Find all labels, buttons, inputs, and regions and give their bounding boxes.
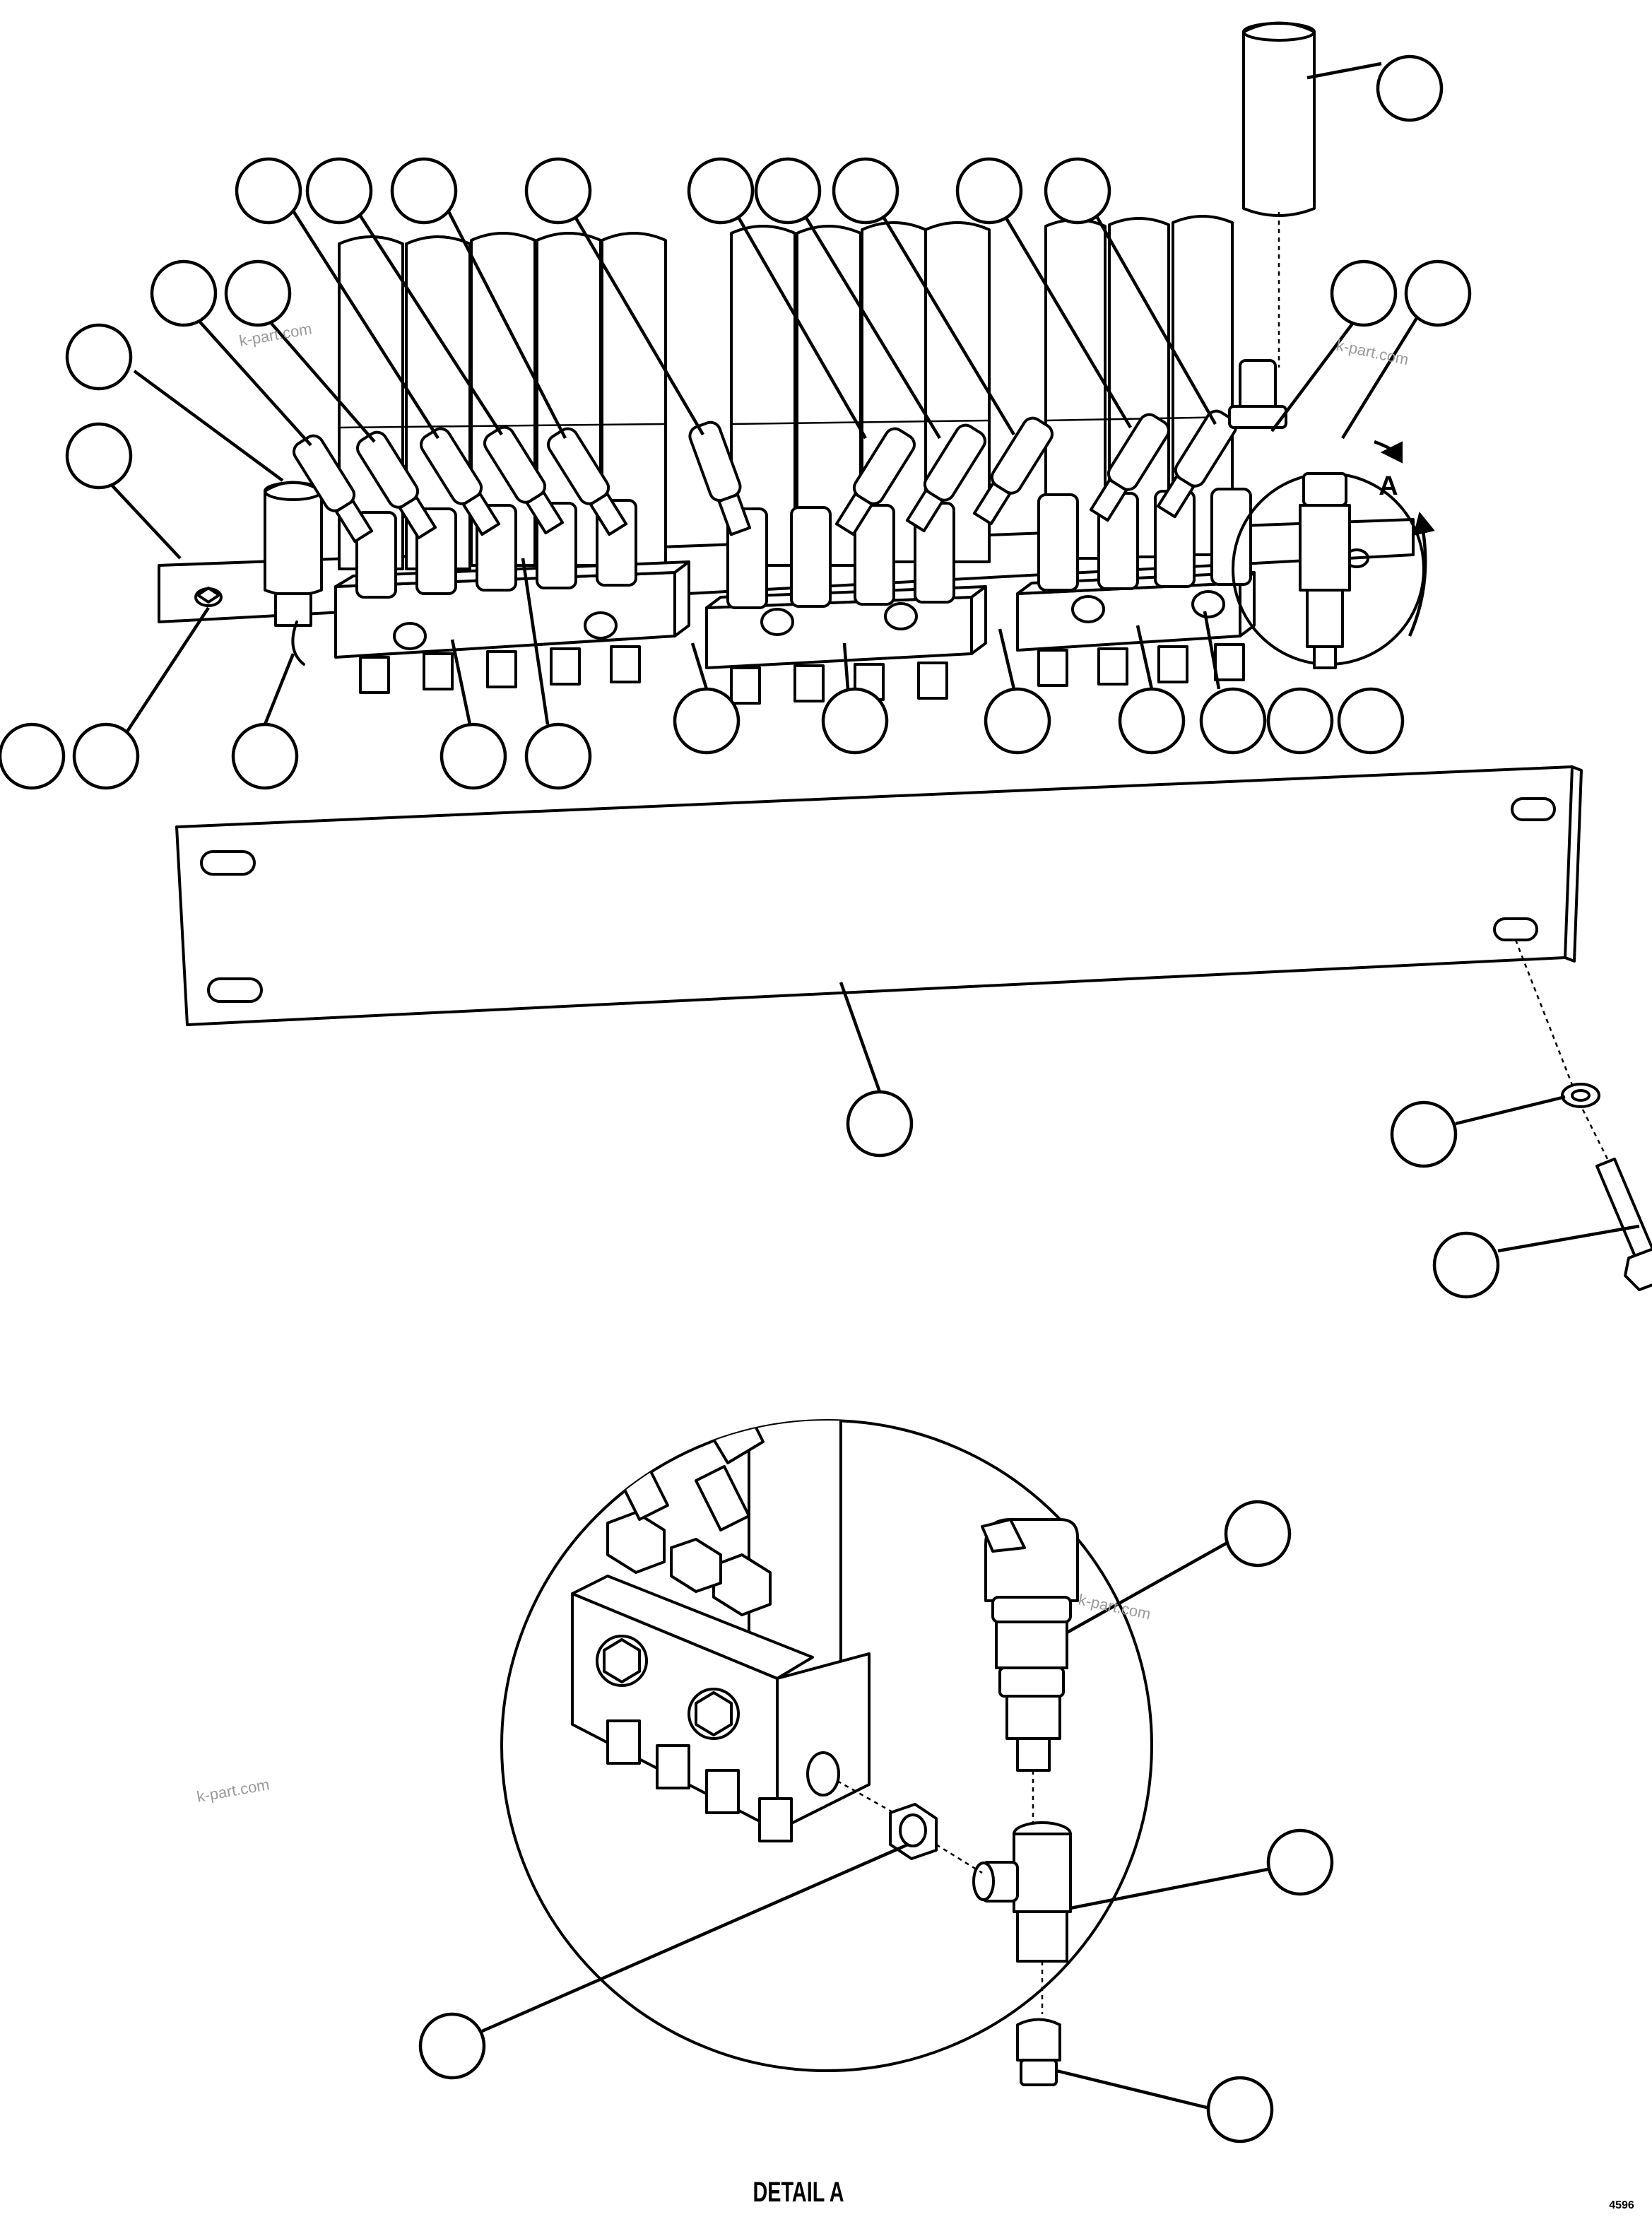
leader (1087, 200, 1217, 425)
leader (571, 211, 704, 436)
callout-bubble (984, 687, 1051, 755)
detail-title: DETAIL A (753, 2177, 844, 2208)
callout-bubble (1376, 54, 1444, 122)
view-marker-label: A (1379, 471, 1398, 501)
leader (797, 204, 941, 440)
adapter-nut (889, 1803, 983, 1874)
callout-bubble (418, 2012, 486, 2080)
leader (126, 606, 210, 733)
filter-canister (264, 481, 323, 666)
callout-bubble (846, 1090, 914, 1158)
callout-bubble (1199, 687, 1267, 755)
leader (450, 639, 472, 725)
leader (1455, 1095, 1566, 1126)
leader (1203, 611, 1221, 690)
leader (1070, 1864, 1287, 1910)
leader (1270, 317, 1358, 433)
detail-leader-lines (480, 1532, 1287, 2112)
watermark-text: k-part.com (1335, 336, 1410, 368)
leader (1341, 317, 1418, 440)
top-reservoir (1242, 21, 1316, 367)
callout-bubble (1224, 1500, 1292, 1568)
callout-bubble (1337, 687, 1405, 755)
leader (1066, 1532, 1245, 1634)
bolt (1595, 1158, 1652, 1291)
main-assembly: A (0, 21, 1652, 1299)
detail-callout-bubbles (418, 1500, 1334, 2144)
callout-bubble (955, 157, 1023, 225)
callout-bubble (1266, 1828, 1334, 1896)
callout-bubble (305, 157, 373, 225)
callout-bubble (673, 687, 741, 755)
callout-bubble (150, 259, 218, 327)
callout-bubble (832, 157, 899, 225)
callout-bubble (1266, 687, 1334, 755)
callout-bubble (1432, 1231, 1500, 1299)
callout-bubble (524, 722, 592, 790)
plug (1016, 2018, 1061, 2086)
callout-bubble (1044, 157, 1111, 225)
leader (839, 982, 882, 1093)
detail-a-locator: A (1232, 440, 1435, 669)
leader (690, 642, 709, 690)
leader (1135, 625, 1154, 690)
callout-bubble (439, 722, 507, 790)
callout-bubble (235, 157, 302, 225)
leader (281, 193, 439, 440)
pressure-switch (981, 1518, 1079, 1823)
leader (875, 204, 1015, 436)
callout-bubble (1404, 259, 1472, 327)
leader (182, 302, 312, 447)
watermark-text: k-part.com (196, 1775, 271, 1806)
leader (521, 558, 550, 725)
divider-block-2 (705, 502, 987, 705)
washer (1561, 1083, 1609, 1160)
callout-bubble (0, 722, 66, 790)
callout-bubble (65, 422, 133, 490)
leader (133, 370, 284, 482)
leader (995, 200, 1132, 429)
cover-plate (175, 765, 1583, 1086)
drawing-number: 4596 (1609, 2199, 1634, 2211)
callout-bubble (1390, 1100, 1458, 1168)
callout-bubble (524, 157, 592, 225)
divider-block-3 (1016, 488, 1256, 687)
leader (480, 1842, 909, 2034)
callout-bubble (65, 323, 133, 391)
callout-bubble (1330, 259, 1398, 327)
leader (1056, 2069, 1216, 2112)
callout-bubble (754, 157, 822, 225)
callout-bubble (687, 157, 755, 225)
leader-lines (76, 61, 1640, 1253)
leader (253, 302, 376, 443)
leader (1306, 61, 1382, 80)
callout-bubble (1206, 2076, 1274, 2144)
injector-fittings (293, 359, 1287, 543)
leader (1497, 1224, 1640, 1253)
callout-bubble (821, 687, 889, 755)
leader (730, 204, 867, 440)
tee-fitting (972, 1821, 1072, 2014)
leader (352, 204, 503, 436)
callout-bubbles (0, 54, 1500, 1299)
callout-bubble (231, 722, 299, 790)
leader (263, 653, 295, 725)
leader (439, 196, 567, 440)
callout-bubble (390, 157, 458, 225)
callout-bubble (72, 722, 140, 790)
divider-block-1 (334, 499, 690, 694)
detail-a-view: k-part.com k-part.com DETAIL A (196, 1419, 1334, 2208)
callout-bubble (1118, 687, 1186, 755)
leader (998, 628, 1016, 690)
leader (842, 642, 850, 690)
callout-bubble (224, 259, 292, 327)
